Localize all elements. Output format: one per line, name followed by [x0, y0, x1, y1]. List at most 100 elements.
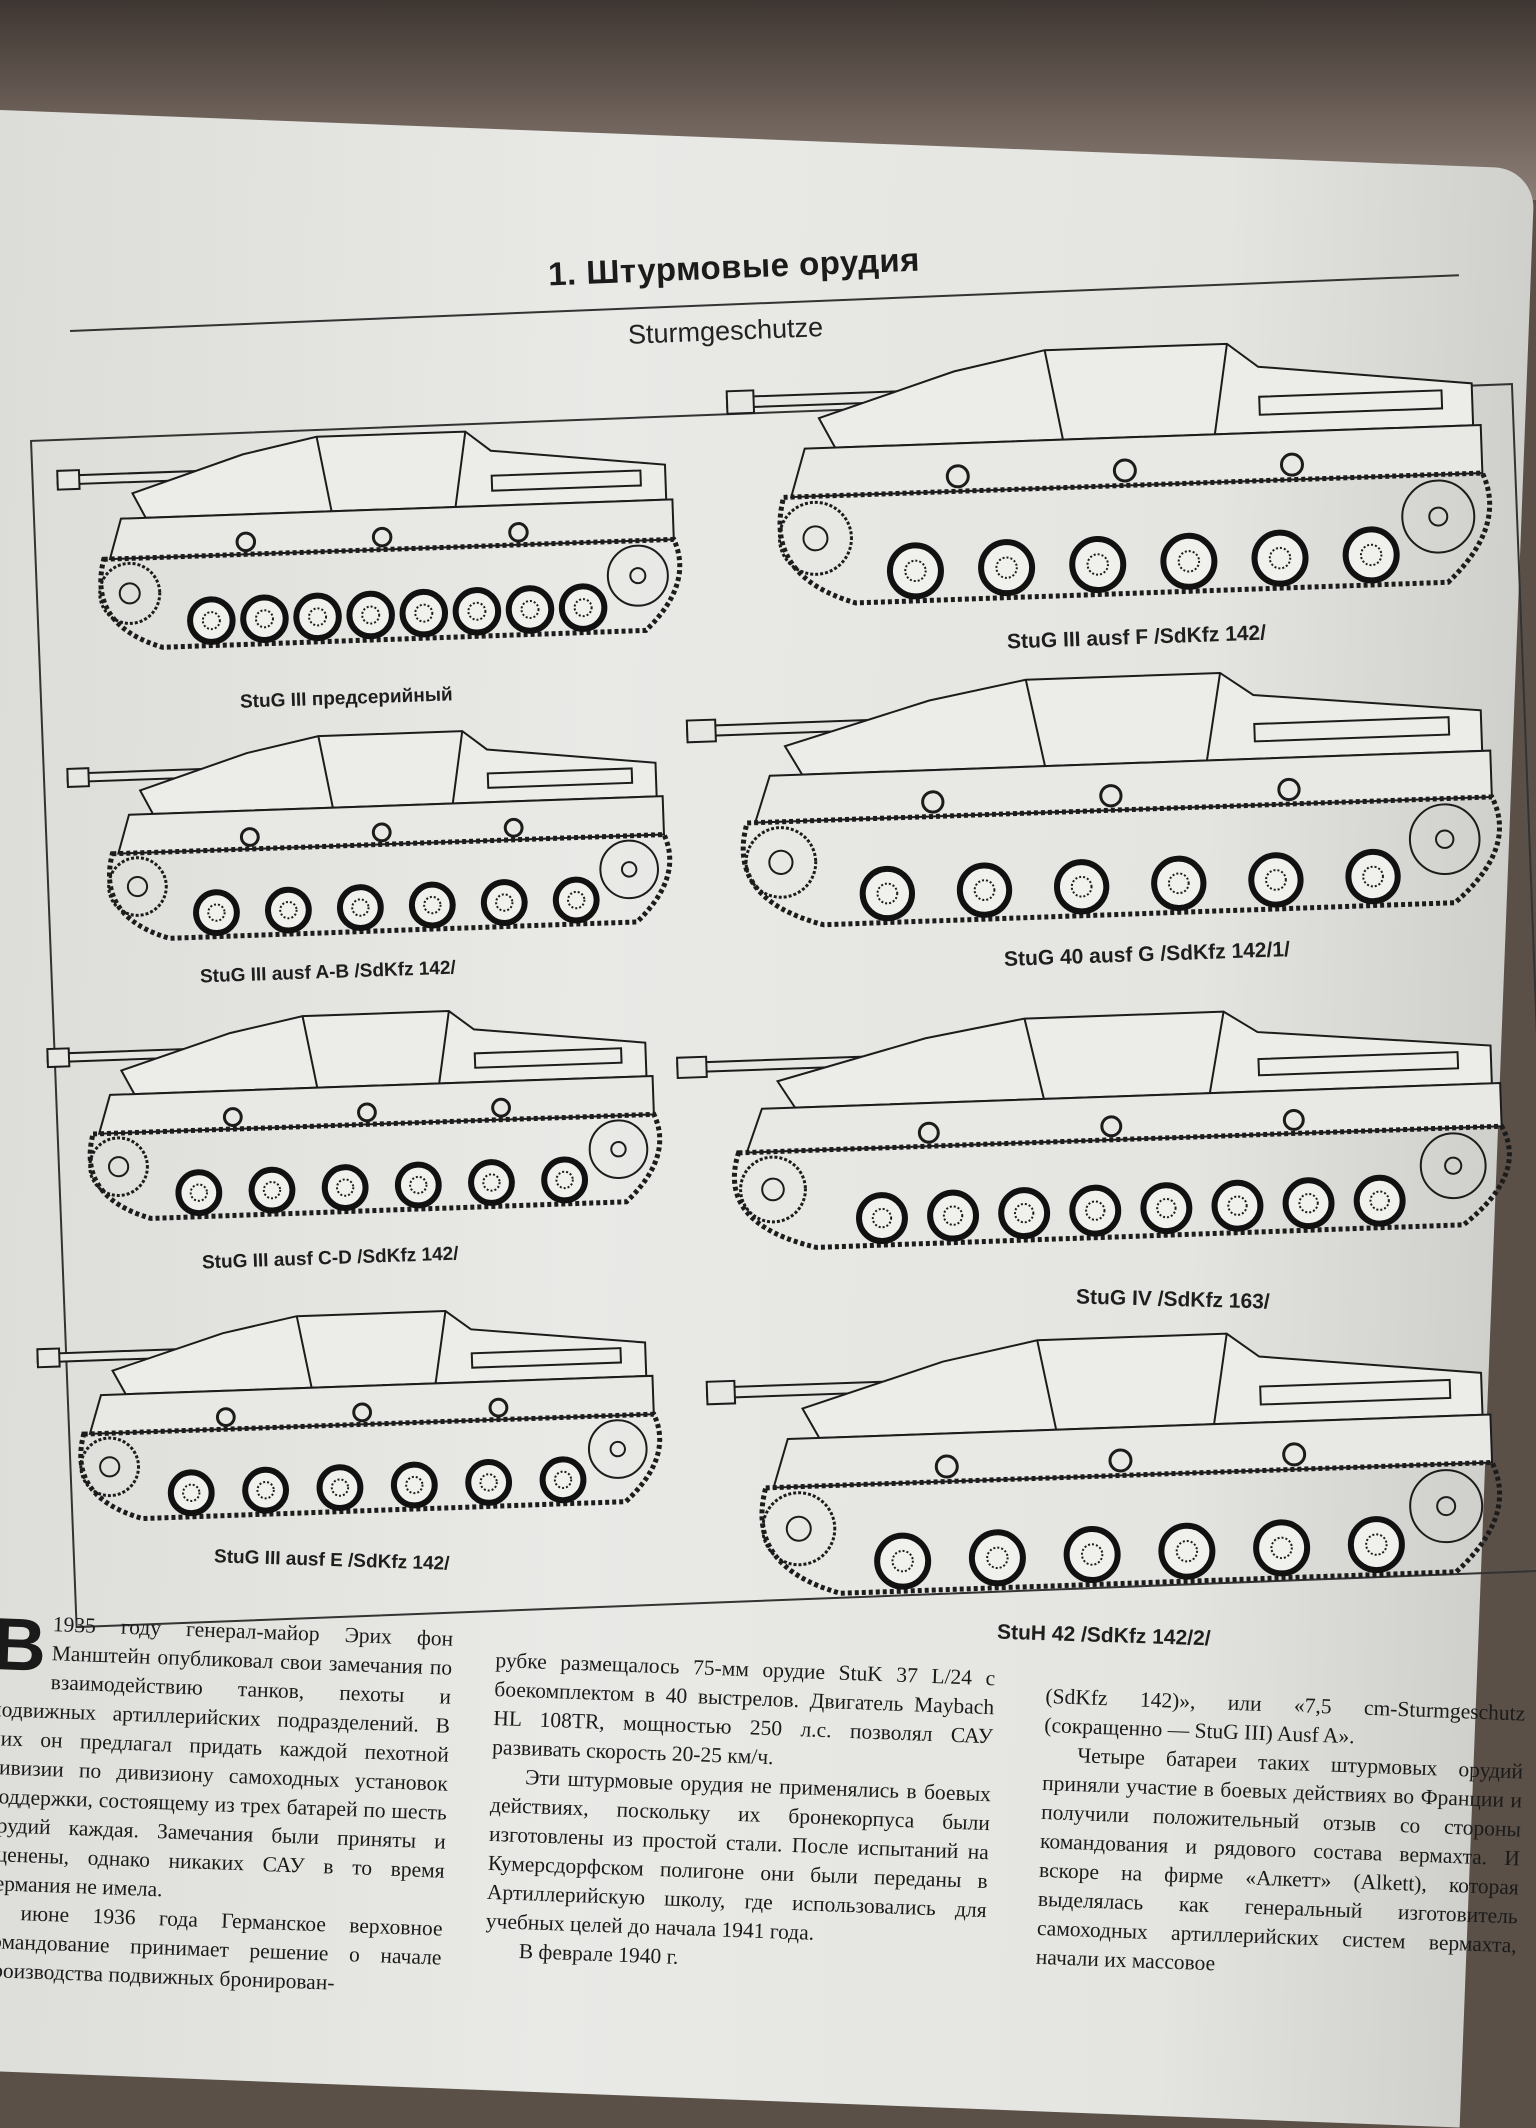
- idler-wheel: [1419, 1132, 1487, 1200]
- casemate-edge: [1023, 1018, 1045, 1100]
- wheel-hub: [986, 1546, 1009, 1570]
- casemate-edge: [438, 1010, 450, 1084]
- road-wheel: [336, 884, 384, 931]
- track: [87, 1111, 663, 1221]
- vehicle-body: [56, 430, 683, 650]
- wheel-hub: [351, 898, 370, 917]
- drive-sprocket: [107, 856, 168, 917]
- engine-deck: [1257, 1051, 1460, 1077]
- road-wheel: [552, 876, 600, 924]
- sprocket-hub: [802, 525, 829, 552]
- chapter-title: 1. Штурмовые орудия: [547, 240, 921, 293]
- return-roller: [1099, 784, 1123, 808]
- muzzle-brake: [705, 1379, 737, 1406]
- drop-cap: В: [0, 1602, 48, 1687]
- road-wheel: [1053, 859, 1110, 915]
- engine-deck: [1258, 389, 1444, 416]
- road-wheel: [1211, 1179, 1264, 1232]
- wheel-hub: [1359, 543, 1383, 567]
- wheel-hub: [904, 559, 927, 583]
- return-roller: [235, 531, 257, 553]
- engine-deck: [490, 469, 642, 492]
- text-column-3: (SdKfz 142)», или «7,5 cm-Sturmgeschutz …: [1035, 1682, 1525, 1989]
- road-wheel: [1345, 848, 1401, 905]
- muzzle-brake: [685, 718, 717, 744]
- casemate-edge: [1213, 343, 1228, 435]
- wheel-hub: [335, 1178, 355, 1197]
- text-column-2: рубке размещалось 75-мм орудие StuK 37 L…: [484, 1646, 995, 1983]
- idler-wheel: [587, 1419, 648, 1479]
- casemate: [775, 1010, 1493, 1109]
- road-wheel: [193, 889, 240, 937]
- engine-deck: [470, 1347, 622, 1369]
- vehicle-drawing-stuh-42: [705, 1332, 1502, 1596]
- casemate: [111, 1309, 648, 1396]
- road-wheel: [1151, 855, 1207, 911]
- drive-sprocket: [777, 500, 853, 576]
- return-roller: [1282, 1109, 1305, 1131]
- road-wheel: [399, 588, 449, 638]
- wheel-hub: [1080, 1543, 1104, 1566]
- muzzle-brake: [56, 469, 81, 491]
- idler-wheel: [606, 544, 669, 607]
- wheel-hub: [467, 601, 487, 621]
- sprocket-hub: [768, 849, 794, 875]
- return-roller: [1282, 1442, 1307, 1467]
- idler-hub: [629, 567, 647, 585]
- road-wheel: [167, 1469, 215, 1517]
- return-roller: [357, 1102, 377, 1123]
- sprocket-hub: [118, 582, 141, 605]
- wheel-hub: [520, 599, 540, 619]
- road-wheel: [856, 1192, 908, 1245]
- engine-deck: [1259, 1378, 1452, 1406]
- return-roller: [222, 1107, 243, 1127]
- road-wheel: [1063, 1526, 1121, 1584]
- idler-hub: [620, 861, 638, 878]
- paragraph: В июне 1936 года Германское верховное ко…: [0, 1899, 443, 1995]
- wheel-hub: [1227, 1195, 1248, 1216]
- muzzle-brake: [66, 767, 90, 788]
- return-roller: [1100, 1115, 1123, 1138]
- road-wheel: [1282, 1177, 1335, 1230]
- road-wheel: [187, 596, 236, 645]
- idler-wheel: [1409, 1469, 1484, 1544]
- casemate-edge: [1205, 672, 1222, 761]
- casemate: [131, 430, 668, 519]
- road-wheel: [1069, 535, 1127, 593]
- road-wheel: [956, 862, 1013, 918]
- casemate-edge: [454, 431, 467, 508]
- return-roller: [945, 464, 970, 489]
- drive-sprocket: [739, 1155, 807, 1224]
- page-content: 1. Штурмовые орудия Sturmgeschutze StuG …: [0, 240, 1536, 1995]
- wheel-hub: [1270, 1536, 1293, 1560]
- return-roller: [1279, 452, 1304, 477]
- wheel-hub: [871, 1207, 893, 1229]
- casemate-edge: [1213, 1333, 1228, 1425]
- vehicle-drawing-stug-ausf-ab: [66, 730, 673, 941]
- casemate-edge: [1036, 1340, 1058, 1430]
- return-roller: [488, 1397, 509, 1418]
- return-roller: [371, 526, 393, 548]
- road-wheel: [1140, 1182, 1193, 1235]
- vehicle-body: [705, 1332, 1502, 1596]
- wheel-hub: [279, 900, 298, 920]
- road-wheel: [321, 1164, 369, 1211]
- wheel-hub: [1167, 872, 1190, 895]
- road-wheel: [505, 585, 555, 634]
- caption-stuh-42: StuH 42 /SdKfz 142/2/: [996, 1620, 1211, 1651]
- return-roller: [1108, 1448, 1133, 1473]
- casemate: [119, 1010, 648, 1096]
- casemate-edge: [1043, 350, 1064, 440]
- wheel-hub: [1013, 1202, 1035, 1224]
- road-wheel: [264, 886, 312, 934]
- idler-hub: [1444, 1156, 1463, 1175]
- vehicle-drawing-stug-ausf-f: [725, 342, 1493, 606]
- wheel-hub: [1365, 1533, 1388, 1556]
- return-roller: [352, 1402, 373, 1423]
- road-wheel: [968, 1529, 1026, 1587]
- idler-wheel: [1408, 803, 1481, 876]
- wheel-hub: [1268, 546, 1292, 570]
- wheel-hub: [1175, 1539, 1199, 1563]
- engine-deck: [1253, 716, 1451, 743]
- track: [78, 1411, 663, 1522]
